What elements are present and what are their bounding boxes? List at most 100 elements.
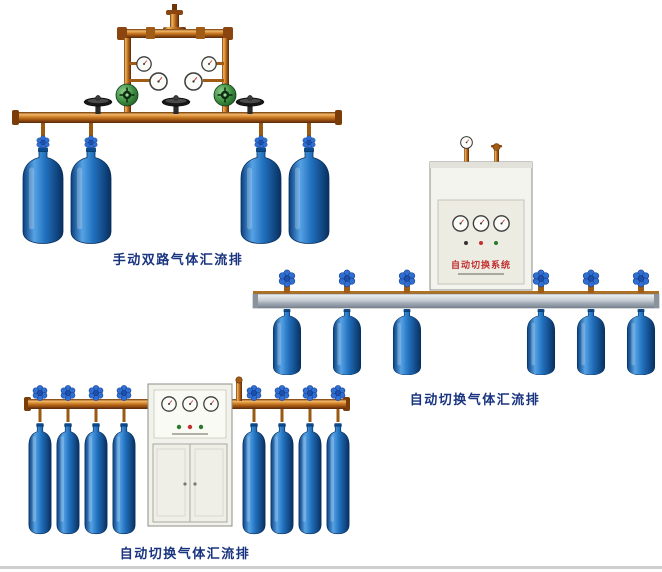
pressure-gauge [452,215,469,232]
rail-end-cap [654,294,659,308]
cylinder-valve-wheel [302,135,316,150]
door-handle [183,482,187,486]
rail-end-cap [253,294,258,308]
indicator-light [479,241,483,245]
pigtail-stem [66,409,70,422]
rail-valve-fitting [538,285,544,293]
cylinder-valve-wheel [60,385,76,401]
regulator [213,83,237,107]
shutoff-handwheel [235,94,265,115]
pipe-union [146,27,155,39]
pigtail-stem [89,123,93,138]
cylinder-valve-wheel [582,269,600,288]
pressure-gauge [161,396,177,412]
caption-auto-switch-manifold-a: 自动切换气体汇流排 [409,393,541,408]
indicator-light [494,241,498,245]
page-bottom-rule [0,566,662,569]
indicator-light [187,424,193,430]
gas-cylinder [56,422,80,535]
gas-cylinder [288,147,330,244]
pressure-gauge [201,56,217,72]
rail-valve-fitting [404,285,410,293]
pipe-union [196,27,205,39]
cylinder-valve-wheel [274,385,290,401]
pressure-gauge [493,215,510,232]
pigtail-stem [308,409,312,422]
gas-cylinder [576,309,606,375]
manual-dual-manifold-illustration [12,4,342,244]
gas-cylinder [392,309,422,375]
rail-valve-fitting [344,285,350,293]
manifold-rail [252,293,660,309]
gas-cylinder [22,147,64,244]
gas-cylinder [242,422,266,535]
shutoff-handwheel [161,94,191,115]
drop-pipe-left-lower [124,104,131,114]
elbow-left [117,27,127,40]
gas-cylinder [298,422,322,535]
pigtail-stem [336,409,340,422]
drop-pipe-left [124,38,131,86]
cylinder-valve-wheel [338,269,356,288]
pipe-outlet-stub [172,4,177,11]
cylinder-valve-wheel [278,269,296,288]
cylinder-valve-wheel [330,385,346,401]
pressure-gauge [136,56,152,72]
gas-cylinder [270,422,294,535]
header-pipe [120,29,230,38]
cylinder-valve-wheel [398,269,416,288]
cabinet-label-line [172,433,208,435]
gas-cylinder [626,309,656,375]
elbow-right [223,27,233,40]
gauge-connector [203,79,224,82]
pressure-gauge [460,136,473,149]
cabinet-top-stem [494,150,499,163]
pressure-gauge [472,215,490,232]
gas-cylinder [272,309,302,375]
pigtail-stem [38,409,42,422]
rail-valve-fitting [638,285,644,293]
pigtail-stem [252,409,256,422]
cylinder-valve-wheel [32,385,48,401]
pressure-gauge [149,72,168,91]
indicator-light [198,424,204,430]
drop-pipe-right-lower [222,104,229,114]
gas-cylinder [70,147,112,244]
indicator-light [176,424,182,430]
cabinet-top-edge [430,162,532,168]
cabinet-subtitle-line [458,273,504,275]
rail-valve-fitting [284,285,290,293]
door-handle [193,482,197,486]
pipe-end-cap [12,110,19,125]
rail-top-pipe [253,291,659,295]
regulator [115,83,139,107]
caption-auto-switch-manifold-b: 自动切换气体汇流排 [119,547,251,562]
cylinder-valve-wheel [246,385,262,401]
cylinder-valve-wheel [88,385,104,401]
manifold-pipe [16,112,338,123]
pigtail-stem [94,409,98,422]
riser-pipe [170,14,179,29]
cylinder-valve-wheel [84,135,98,150]
caption-manual-dual-manifold: 手动双路气体汇流排 [112,253,244,268]
pipe-end-cap [335,110,342,125]
rail-valve-fitting [588,285,594,293]
gauge-connector [129,79,150,82]
cylinder-valve-wheel [532,269,550,288]
pigtail-stem [41,123,45,138]
gauge-connector [215,62,224,65]
pigtail-stem [259,123,263,138]
pigtail-stem [307,123,311,138]
cabinet-title: 自动切换系统 [451,259,511,271]
indicator-light [464,241,468,245]
pressure-gauge [184,72,203,91]
gas-cylinder [332,309,362,375]
gas-cylinder [112,422,136,535]
valve-knob [492,143,501,151]
pressure-gauge [203,396,219,412]
gas-cylinder [240,147,282,244]
pressure-gauge [182,396,198,412]
cylinder-valve-wheel [116,385,132,401]
